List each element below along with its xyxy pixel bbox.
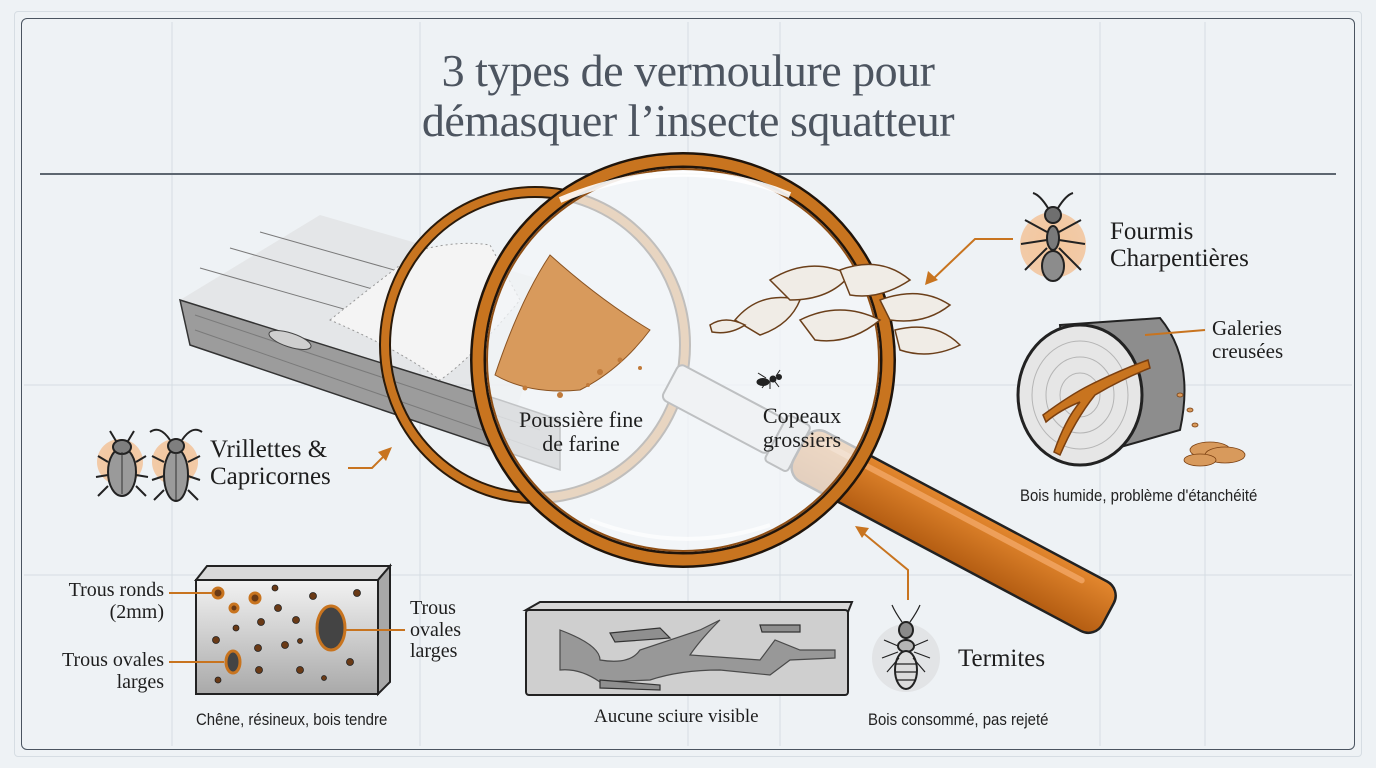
wood-block-holes: [169, 563, 405, 697]
lens-left-label: Poussière fine de farine: [510, 408, 652, 456]
longhorn-beetle-icon: [149, 428, 203, 502]
ant-icon: [1020, 192, 1086, 282]
lens-right-line-1: Copeaux: [762, 403, 842, 428]
oval-holes-left-line-2: larges: [116, 670, 164, 693]
lens-left-line-2: de farine: [542, 430, 620, 456]
oval-holes-right-line-3: larges: [410, 640, 458, 663]
oval-holes-left-line-1: Trous ovales: [61, 649, 164, 671]
lens-right-label: Copeaux grossiers: [752, 404, 852, 452]
beetle-icon: [95, 430, 149, 497]
vrillettes-caption: Chêne, résineux, bois tendre: [196, 710, 388, 729]
arrows: [348, 238, 1013, 600]
galleries-line-1: Galeries: [1212, 316, 1282, 340]
oval-holes-right-line-2: ovales: [410, 618, 462, 641]
lens-right-line-2: grossiers: [762, 426, 842, 452]
vrillettes-title: Vrillettes & Capricornes: [210, 436, 331, 490]
termite-icon: [872, 604, 940, 692]
oval-holes-left-callout: Trous ovales larges: [30, 649, 164, 693]
vrillettes-line-2: Capricornes: [210, 463, 331, 490]
fourmis-title: Fourmis Charpentières: [1110, 218, 1249, 272]
round-holes-line-1: Trous ronds: [68, 579, 164, 601]
page-title: 3 types de vermoulure pour démasquer l’i…: [0, 46, 1376, 146]
infographic-frame: [21, 18, 1355, 750]
fourmis-line-1: Fourmis: [1110, 218, 1194, 245]
vrillettes-line-1: Vrillettes &: [210, 436, 328, 463]
round-holes-callout: Trous ronds (2mm): [40, 579, 164, 623]
fourmis-caption: Bois humide, problème d'étanchéité: [1020, 486, 1258, 505]
galleries-line-2: creusées: [1212, 338, 1284, 363]
termite-wood: [522, 601, 854, 696]
coarse-shavings: [709, 263, 962, 355]
title-line-2: démasquer l’insecte squatteur: [421, 95, 955, 146]
log-with-galleries: [1016, 316, 1246, 467]
round-holes-line-2: (2mm): [109, 600, 164, 623]
fine-dust-pile: [494, 254, 651, 398]
oval-holes-right-line-1: Trous: [410, 597, 456, 619]
termite-wood-caption: Aucune sciure visible: [594, 706, 759, 727]
termites-title: Termites: [958, 645, 1046, 672]
lens-left-line-1: Poussière fine: [518, 407, 644, 432]
small-ant-icon: [756, 369, 782, 389]
oval-holes-right-callout: Trous ovales larges: [410, 597, 462, 663]
main-magnifier-lens: [470, 152, 896, 568]
fourmis-line-2: Charpentières: [1110, 245, 1249, 272]
title-line-1: 3 types de vermoulure pour: [441, 45, 935, 96]
termites-caption: Bois consommé, pas rejeté: [868, 710, 1049, 729]
outer-frame: [14, 11, 1362, 757]
galleries-callout: Galeries creusées: [1212, 317, 1283, 362]
